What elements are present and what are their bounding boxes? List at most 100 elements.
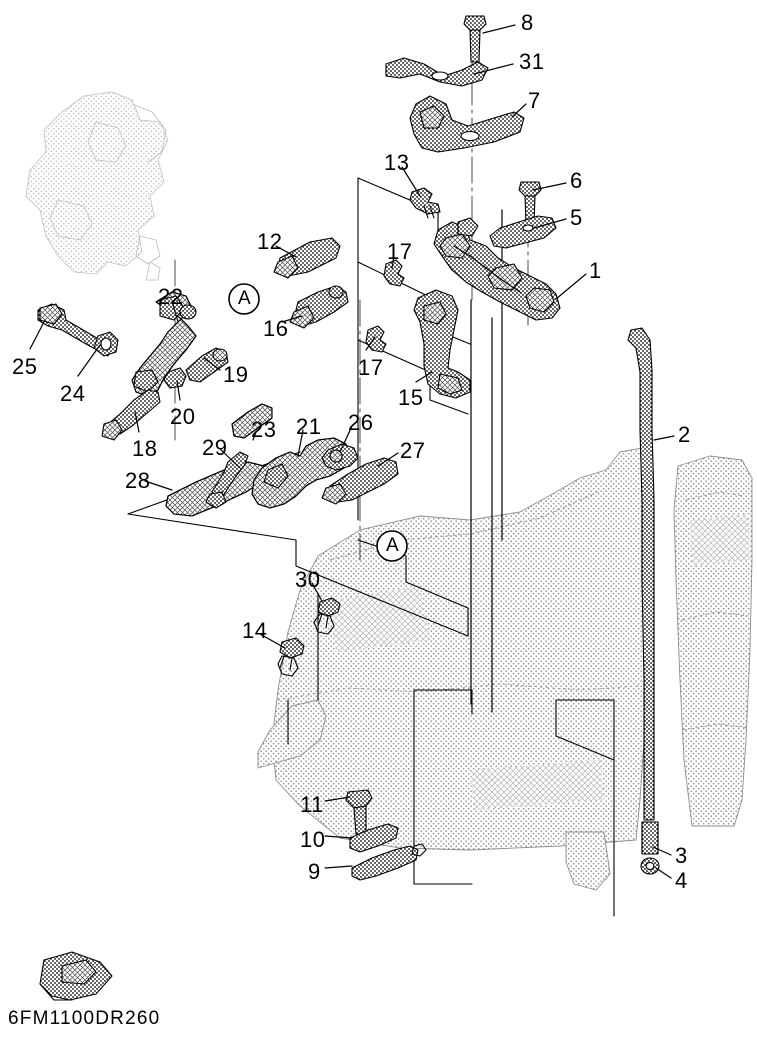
callout-number-21: 21 [296, 414, 322, 439]
leader-line-17 [391, 255, 395, 269]
leader-line-29 [219, 448, 241, 469]
part-5-plate [489, 215, 557, 249]
part-2-long-rod [627, 327, 655, 821]
part-12-rod [273, 237, 341, 279]
part-22-lever [131, 291, 197, 397]
callout-number-19: 19 [223, 362, 249, 387]
leader-line-27 [377, 452, 399, 467]
callout-number-26: 26 [348, 410, 374, 435]
reference-letter-A: A [238, 288, 251, 309]
part-13-clip [409, 187, 441, 219]
callout-number-17b: 17 [358, 355, 384, 380]
callout-number-17: 17 [387, 239, 413, 264]
part-4-nut [640, 857, 660, 875]
leader-line-19 [203, 357, 221, 371]
part-6-bolt [518, 181, 542, 225]
leader-line-21 [297, 429, 304, 457]
leader-line-28 [144, 480, 173, 491]
callout-number-16: 16 [263, 316, 289, 341]
callout-number-5: 5 [570, 205, 583, 230]
callout-number-3: 3 [675, 843, 688, 868]
callout-number-14: 14 [242, 618, 268, 643]
part-8-bolt [463, 15, 487, 63]
leader-line-9 [324, 865, 353, 869]
callout-number-22: 22 [158, 284, 184, 309]
page-corner-arrow [39, 951, 113, 1001]
leader-line-4 [655, 867, 672, 879]
part-16-bracket [289, 285, 349, 329]
callout-number-13: 13 [384, 150, 410, 175]
leader-line-1 [555, 273, 587, 300]
reference-letter-A: A [386, 535, 399, 556]
callout-number-25: 25 [12, 354, 38, 379]
part-9-bracket [351, 843, 427, 881]
reference-circle-A [376, 530, 408, 562]
callout-number-6: 6 [570, 168, 583, 193]
assembly-frame-cowl [287, 593, 615, 917]
part-11-bolt [345, 789, 373, 835]
callout-number-8: 8 [521, 10, 534, 35]
part-24-nut [93, 331, 119, 357]
leader-line-24 [77, 344, 101, 377]
leader-line-22 [171, 300, 179, 323]
callout-number-9: 9 [308, 859, 321, 884]
part-14-clamp [277, 637, 305, 677]
part-10-bracket [349, 823, 399, 853]
leader-line-15 [415, 371, 433, 383]
callout-number-23: 23 [251, 417, 277, 442]
callout-number-30: 30 [295, 567, 321, 592]
part-17-clip-upper [383, 259, 405, 287]
callout-number-7: 7 [528, 88, 541, 113]
leader-line-11 [324, 796, 351, 802]
callout-number-1: 1 [589, 258, 602, 283]
leader-line-17b [365, 336, 376, 351]
leader-line-31 [473, 63, 514, 75]
leader-line-18 [134, 411, 140, 433]
leader-line-16 [281, 315, 303, 323]
leader-line-13 [401, 166, 421, 197]
callout-number-11: 11 [300, 792, 324, 817]
ghost-engine-casting [25, 91, 169, 281]
diagram-part-number: 6FM1100DR260 [8, 1008, 161, 1029]
callout-number-24: 24 [60, 381, 86, 406]
part-20-joint [163, 367, 187, 389]
part-1-control-body [433, 217, 561, 321]
leader-line-25 [29, 319, 46, 350]
part-15-bracket [413, 289, 471, 399]
part-31-link [385, 57, 489, 87]
part-17-clip-lower [365, 325, 387, 353]
callout-number-12: 12 [257, 229, 283, 254]
leader-line-23 [252, 431, 257, 441]
part-30-clamp [313, 597, 341, 635]
callout-number-29: 29 [202, 435, 228, 460]
cowling-shading [330, 514, 750, 810]
part-7-lever [409, 95, 525, 153]
callout-number-27: 27 [400, 438, 426, 463]
callout-number-2: 2 [678, 422, 691, 447]
reference-circle-A [228, 283, 260, 315]
part-26-joint [321, 443, 359, 471]
callout-leader-lines [29, 24, 675, 879]
callout-number-31: 31 [519, 49, 545, 74]
leader-line-5 [533, 218, 567, 229]
part-23-rod [231, 403, 273, 439]
part-27-bracket [321, 457, 399, 505]
leader-line-10 [324, 835, 353, 839]
callout-number-10: 10 [300, 827, 326, 852]
leader-line-30 [311, 582, 323, 602]
callout-number-28: 28 [125, 468, 151, 493]
leader-line-14 [259, 633, 286, 649]
reference-mark-circles [228, 283, 408, 562]
callout-number-4: 4 [675, 868, 688, 893]
part-19-rod [185, 347, 229, 383]
leader-line-6 [532, 182, 567, 191]
part-3-bushing [641, 821, 659, 855]
part-18-rod [101, 389, 161, 441]
leader-line-7 [511, 103, 527, 118]
leader-line-3 [652, 846, 672, 856]
cowling-body [257, 447, 753, 891]
callout-number-15: 15 [398, 385, 424, 410]
leader-line-20 [176, 380, 181, 401]
